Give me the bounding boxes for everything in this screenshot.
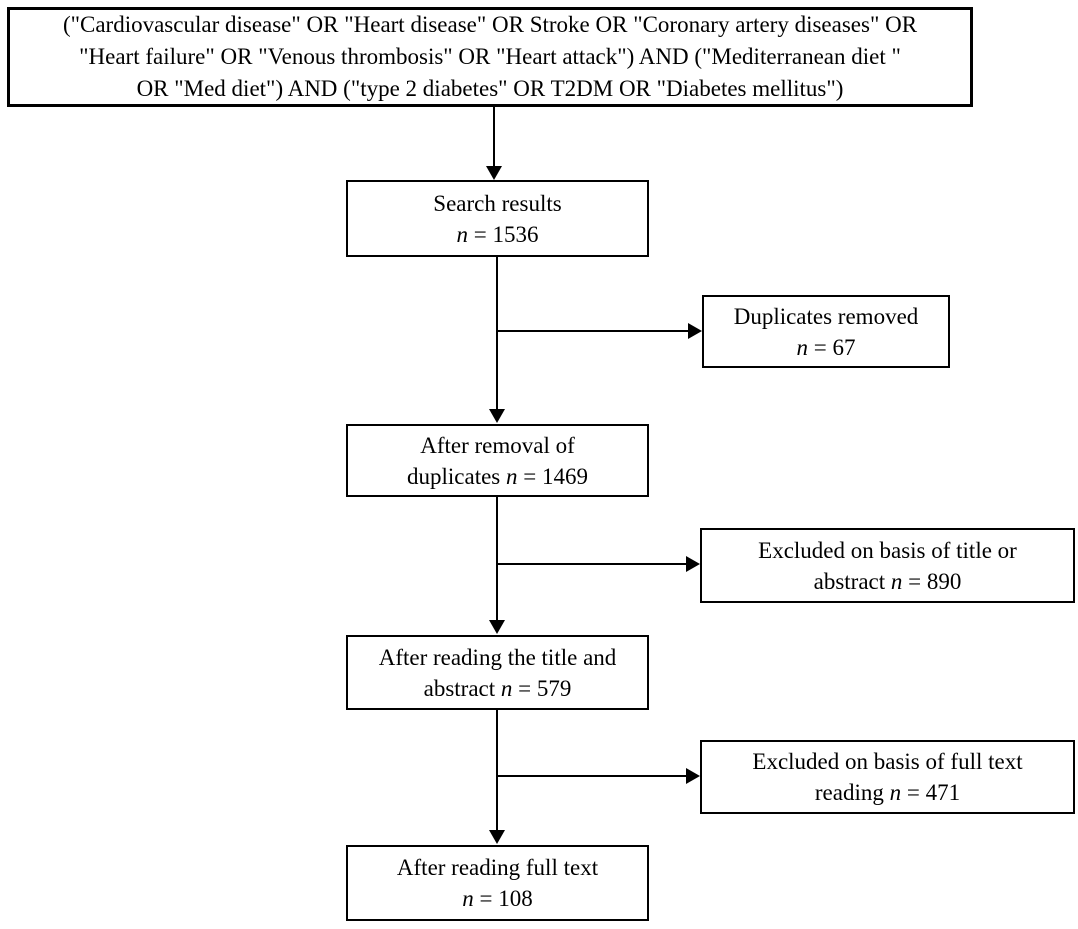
- arrow-right-head: [688, 323, 702, 339]
- connector-query-to-search: [493, 107, 495, 167]
- search-query-box: ("Cardiovascular disease" OR "Heart dise…: [7, 7, 973, 107]
- n-symbol: n: [500, 675, 513, 701]
- arrow-down-head: [486, 166, 502, 180]
- box-line-2: n = 108: [462, 886, 533, 911]
- branch-to-excluded-title: [497, 563, 686, 565]
- connector-title-to-fulltext: [496, 710, 498, 831]
- box-line-1: Duplicates removed: [733, 303, 919, 329]
- n-symbol: n: [889, 780, 902, 805]
- excluded-title-abstract-box: Excluded on basis of title or abstract n…: [700, 528, 1075, 603]
- arrow-down-head: [489, 620, 505, 634]
- box-line-1: After reading full text: [396, 855, 599, 880]
- box-line-1: After reading the title and: [378, 644, 617, 670]
- after-full-text-box: After reading full text n = 108: [346, 845, 649, 921]
- query-line-2: "Heart failure" OR "Venous thrombosis" O…: [79, 44, 901, 69]
- box-line-2: n = 1536: [456, 221, 539, 247]
- box-line-2: abstract n = 890: [813, 568, 962, 594]
- query-line-3: OR "Med diet") AND ("type 2 diabetes" OR…: [136, 76, 844, 101]
- n-symbol: n: [462, 886, 474, 911]
- duplicates-removed-box: Duplicates removed n = 67: [702, 295, 950, 368]
- branch-to-excluded-fulltext: [497, 775, 686, 777]
- box-line-1: Search results: [433, 190, 562, 216]
- after-duplicates-box: After removal of duplicates n = 1469: [346, 424, 649, 497]
- excluded-full-text-box: Excluded on basis of full text reading n…: [700, 740, 1075, 814]
- query-line-1: ("Cardiovascular disease" OR "Heart dise…: [62, 12, 918, 37]
- box-line-1: Excluded on basis of title or: [758, 537, 1017, 563]
- connector-dedup-to-title: [496, 497, 498, 621]
- after-title-abstract-box: After reading the title and abstract n =…: [346, 635, 649, 710]
- n-symbol: n: [796, 334, 809, 360]
- box-line-1: After removal of: [420, 432, 575, 458]
- arrow-right-head: [686, 556, 700, 572]
- branch-to-duplicates-removed: [497, 330, 688, 332]
- n-symbol: n: [456, 221, 469, 247]
- connector-search-to-dedup: [496, 257, 498, 410]
- box-line-2: abstract n = 579: [423, 675, 572, 701]
- search-results-box: Search results n = 1536: [346, 180, 649, 257]
- box-line-2: n = 67: [796, 334, 856, 360]
- arrow-right-head: [686, 768, 700, 784]
- box-line-2: duplicates n = 1469: [407, 463, 588, 489]
- box-line-1: Excluded on basis of full text: [752, 749, 1023, 774]
- n-symbol: n: [506, 463, 518, 489]
- n-symbol: n: [890, 568, 903, 594]
- arrow-down-head: [489, 409, 505, 423]
- arrow-down-head: [489, 830, 505, 844]
- box-line-2: reading n = 471: [814, 780, 961, 805]
